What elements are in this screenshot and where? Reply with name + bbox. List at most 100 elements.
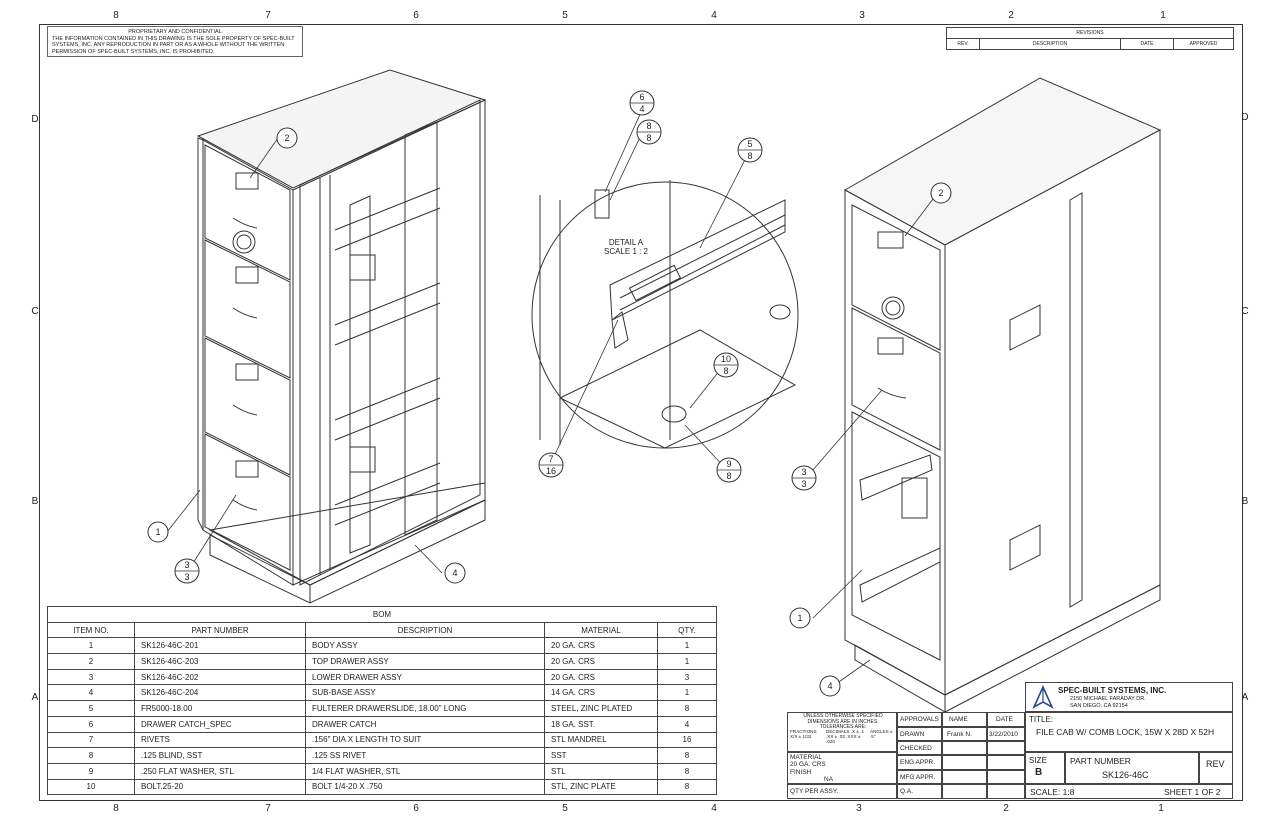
detail-a-title: DETAIL A	[609, 238, 644, 247]
rev-label: REV	[1206, 759, 1225, 769]
bom-cell: 1	[657, 637, 717, 655]
detail-a-label: DETAIL A SCALE 1 : 2	[604, 238, 649, 256]
bom-header-item: ITEM NO.	[47, 621, 135, 639]
callout-left-3-bottom: 3	[184, 572, 189, 582]
company-name: SPEC-BUILT SYSTEMS, INC.	[1058, 686, 1167, 695]
bom-header-desc: DESCRIPTION	[305, 621, 545, 639]
bom-cell: 4	[657, 715, 717, 733]
bom-cell: SK126-46C-203	[134, 653, 306, 670]
bom-cell: .125 SS RIVET	[305, 747, 545, 764]
bom-cell: .125 BLIND, SST	[134, 747, 306, 764]
zone-right-c: C	[1241, 306, 1249, 317]
rev-cell: REV	[1199, 752, 1233, 784]
eng-cell: ENG APPR.	[897, 755, 942, 770]
part-number-label: PART NUMBER	[1070, 756, 1131, 766]
zone-top-6: 6	[413, 10, 419, 21]
callout-left-2: 2	[284, 133, 289, 143]
detail-a-view	[531, 180, 799, 449]
checked-date-cell	[987, 741, 1025, 755]
bom-cell: BODY ASSY	[305, 637, 545, 655]
bom-cell: BOLT 1/4-20 X .750	[305, 778, 545, 796]
left-cabinet-view	[196, 69, 487, 604]
bom-cell: 2	[47, 653, 135, 670]
bom-cell: SST	[544, 747, 658, 764]
tolerance-cell: UNLESS OTHERWISE SPECIFIED DIMENSIONS AR…	[787, 712, 897, 752]
mfg-cell: MFG APPR.	[897, 770, 942, 784]
bom-cell: STL MANDREL	[544, 731, 658, 749]
bom-header-material: MATERIAL	[544, 621, 658, 639]
callout-dividers	[175, 102, 816, 572]
bom-cell: 10	[47, 778, 135, 796]
callout-labels: 2 1 3 3 4 6 4 8 8 5 8 10 8 7 16 9 8 2 3 …	[155, 92, 943, 691]
zone-top-5: 5	[562, 10, 568, 21]
checked-cell: CHECKED	[897, 741, 942, 755]
zone-left-c: C	[31, 306, 39, 317]
scale-sheet-cell: SCALE: 1:8 SHEET 1 OF 2	[1025, 784, 1233, 799]
callout-detail-8a: 8	[646, 121, 651, 131]
callout-detail-8b: 8	[646, 133, 651, 143]
rev-header-desc: DESCRIPTION	[979, 38, 1121, 50]
zone-top-8: 8	[113, 10, 119, 21]
zone-bottom-3: 3	[856, 803, 862, 814]
zone-bottom-4: 4	[711, 803, 717, 814]
bom-cell: 20 GA. CRS	[544, 668, 658, 686]
bom-cell: 3	[47, 668, 135, 686]
finish-label: FINISH	[790, 769, 812, 776]
zone-left-b: B	[31, 496, 39, 507]
bom-cell: 5	[47, 700, 135, 717]
drawn-cell: DRAWN	[897, 727, 942, 741]
date-header-cell: DATE	[987, 712, 1025, 727]
material-label: MATERIAL	[790, 754, 823, 761]
zone-left-d: D	[31, 114, 39, 125]
callout-left-3-top: 3	[184, 560, 189, 570]
bom-header-part: PART NUMBER	[134, 621, 306, 639]
bom-cell: 18 GA. SST.	[544, 715, 658, 733]
callout-left-1: 1	[155, 527, 160, 537]
tolerance-angles: ANGLES ± .5°	[870, 729, 893, 739]
bom-cell: BOLT.25-20	[134, 778, 306, 796]
drawn-name-cell: Frank N.	[942, 727, 987, 741]
bom-cell: 7	[47, 731, 135, 749]
eng-date-cell	[987, 755, 1025, 770]
bom-cell: 8	[657, 778, 717, 796]
scale-value: SCALE: 1:8	[1030, 787, 1075, 797]
callout-right-4: 4	[827, 681, 832, 691]
qty-cell: QTY PER ASSY.	[787, 784, 897, 799]
qa-name-cell	[942, 784, 987, 799]
company-logo-icon	[1032, 685, 1054, 709]
title-block: UNLESS OTHERWISE SPECIFIED DIMENSIONS AR…	[787, 682, 1233, 799]
drawn-date-cell: 3/22/2010	[987, 727, 1025, 741]
bom-cell: RIVETS	[134, 731, 306, 749]
bom-cell: .156" DIA X LENGTH TO SUIT	[305, 731, 545, 749]
bom-cell: 9	[47, 762, 135, 780]
bom-header-qty: QTY.	[657, 621, 717, 639]
zone-bottom-1: 1	[1158, 803, 1164, 814]
bom-cell: 20 GA. CRS	[544, 637, 658, 655]
bom-cell: 8	[657, 762, 717, 780]
bom-cell: 4	[47, 684, 135, 702]
bom-title: BOM	[47, 606, 717, 623]
drawn-name: Frank N.	[947, 731, 972, 738]
size-label: SIZE	[1029, 756, 1047, 765]
bom-cell: STEEL, ZINC PLATED	[544, 700, 658, 717]
tolerance-fractions: FRACTIONS X/X ± 1/32	[790, 729, 817, 739]
proprietary-notice: PROPRIETARY AND CONFIDENTIAL THE INFORMA…	[47, 26, 303, 57]
bom-cell: SK126-46C-201	[134, 637, 306, 655]
bom-cell: FR5000-18.00	[134, 700, 306, 717]
bom-cell: 8	[657, 747, 717, 764]
part-number-cell: PART NUMBER SK126-46C	[1065, 752, 1199, 784]
zone-bottom-5: 5	[562, 803, 568, 814]
bom-cell: TOP DRAWER ASSY	[305, 653, 545, 670]
bom-cell: 20 GA. CRS	[544, 653, 658, 670]
revisions-table: REVISIONS REV. DESCRIPTION DATE APPROVED	[946, 27, 1234, 50]
title-cell: TITLE: FILE CAB W/ COMB LOCK, 15W X 28D …	[1025, 712, 1233, 752]
tolerance-decimals: DECIMALS .X ± .1 .XX ± .03 .XXX ± .020	[826, 729, 865, 744]
eng-name-cell	[942, 755, 987, 770]
right-cabinet-view	[843, 77, 1162, 713]
callout-detail-9: 9	[726, 459, 731, 469]
drawn-date: 3/22/2010	[989, 731, 1018, 738]
callout-detail-5: 5	[747, 139, 752, 149]
